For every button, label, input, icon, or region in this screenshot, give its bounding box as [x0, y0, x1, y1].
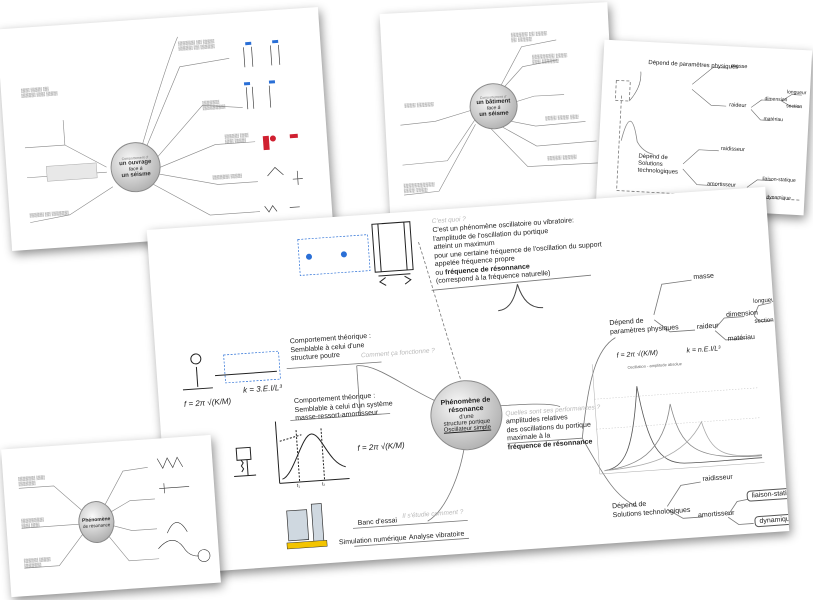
sheet3-masse: masse [731, 63, 748, 71]
center-line: de résonance [82, 521, 111, 529]
definition-prefix: ou [435, 268, 446, 277]
sheet2-text: ▒▒▒▒▒▒▒▒ ▒▒▒▒▒▒▒ ▒▒▒▒▒▒ [531, 52, 568, 65]
sheet3-branch-tech: Dépend de Solutions technologiques [637, 153, 679, 176]
mindmap-sheet-resonance-small[interactable]: Phénomène de résonance ▒▒▒▒▒▒ ▒▒▒▒▒▒▒▒▒ … [1, 434, 221, 598]
sheet3-materiau: matériau [763, 116, 784, 124]
axis-label: t₁ [296, 482, 301, 490]
sheet1-branches [24, 36, 303, 223]
mindmap-sheet-ouvrage[interactable]: Comportement d' un ouvrage face à un séi… [0, 7, 334, 251]
main-raideur: raideur [696, 322, 719, 331]
center-line: un séisme [479, 110, 509, 119]
main-longueur: longueur [753, 297, 777, 305]
performances-block: amplitudes relatives des oscillations du… [506, 413, 593, 453]
sheet3-section: section [786, 103, 803, 111]
sheet3-dynamique: dynamique [766, 194, 792, 202]
mindmap-sheet-parametres[interactable]: Dépend de paramètres physiques masse rai… [595, 39, 813, 216]
sheet1-text: ▒▒▒▒▒▒▒▒▒▒▒▒▒▒ [202, 99, 226, 111]
sheet2-text: ▒▒▒▒▒▒ ▒▒ ▒▒▒▒▒▒ ▒▒▒▒▒ [510, 30, 548, 43]
sheet5-text: ▒▒▒▒▒ ▒▒▒▒▒▒▒▒▒▒ [23, 556, 51, 569]
sheet5-text: ▒▒▒▒▒▒▒▒▒▒▒ ▒▒▒ [20, 516, 44, 529]
main-section: section [754, 317, 774, 325]
main-masse: masse [693, 272, 715, 282]
sheet3-raideur: raideur [729, 102, 747, 110]
center-line: un séisme [121, 171, 151, 180]
sheet1-text: ▒▒▒▒▒ ▒▒▒▒▒▒ ▒▒▒▒ [224, 132, 249, 144]
sheet3-raidisseur: raidisseur [720, 145, 745, 154]
sheet2-branches [400, 39, 598, 196]
definition-block: C'est un phénomène oscillatoire ou vibra… [432, 215, 604, 286]
sheet3-branches [614, 67, 802, 201]
mindmap-sheet-batiment[interactable]: Comportement d' un bâtiment face à un sé… [379, 2, 619, 226]
main-mindmap-sheet[interactable]: Phénomène de résonance d'une structure p… [146, 186, 790, 575]
sheet3-dimension: dimension [764, 96, 788, 104]
axis-label: t₂ [321, 481, 326, 488]
main-dynamique: dynamique [754, 513, 790, 528]
sheet5-branches [18, 456, 211, 569]
main-branches [182, 221, 773, 550]
sheet2-text: ▒▒▒▒▒▒▒▒▒▒▒▒▒▒▒ ▒▒▒▒ [403, 181, 435, 194]
sheet3-longueur: longueur [786, 89, 807, 97]
sheet5-text: ▒▒▒▒▒▒ ▒▒▒▒▒▒▒▒▒ [18, 474, 45, 487]
